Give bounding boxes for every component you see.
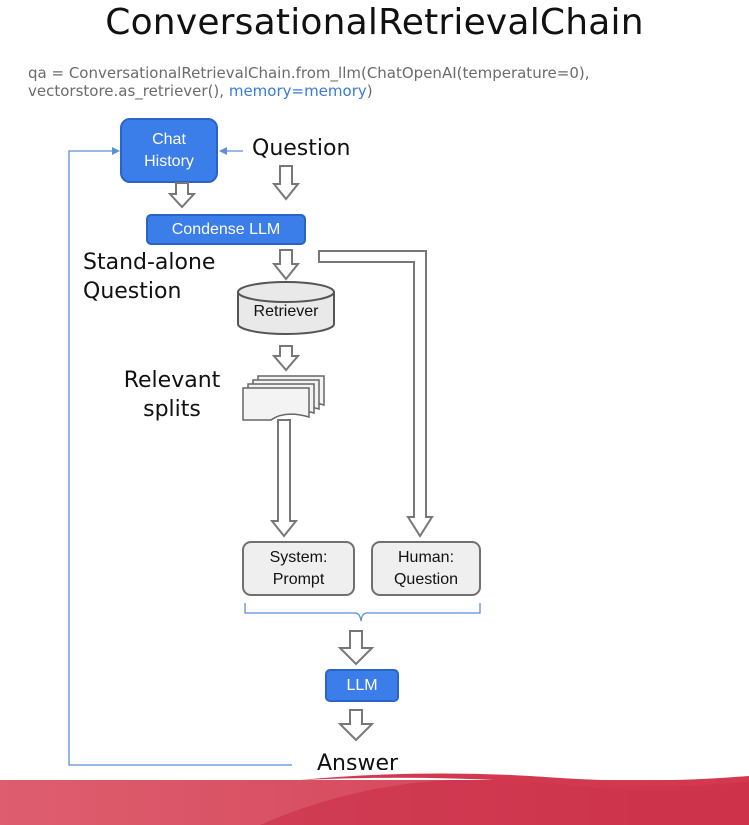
system-prompt-box	[242, 541, 355, 596]
chat-history-box	[120, 118, 218, 183]
relevant-splits-line-1: Relevant	[123, 368, 221, 393]
arrow-prompts-to-llm	[337, 630, 375, 666]
standalone-question-label: Stand-alone Question	[83, 248, 215, 306]
splits-doc-stack-icon	[242, 375, 325, 421]
retriever-label: Retriever	[253, 303, 319, 320]
chat-history-line-2: History	[144, 152, 194, 170]
human-question-label: Human: Question	[372, 542, 480, 595]
arrow-condense-to-retriever	[271, 249, 301, 281]
system-prompt-line-1: System:	[269, 548, 328, 566]
code-memory-arg: memory=memory	[228, 82, 367, 100]
feedback-loop-arrowhead	[112, 147, 120, 155]
human-question-line-2: Question	[393, 570, 459, 588]
standalone-question-line-1: Stand-alone	[83, 250, 216, 275]
question-to-history-arrowhead	[219, 147, 227, 155]
code-line-1: qa = ConversationalRetrievalChain.from_l…	[28, 64, 590, 82]
llm-label: LLM	[346, 676, 378, 694]
code-line-2: vectorstore.as_retriever(), memory=memor…	[28, 82, 590, 100]
arrow-llm-to-answer	[337, 709, 375, 742]
chat-history-line-1: Chat	[152, 130, 186, 148]
relevant-splits-label: Relevant splits	[112, 366, 232, 424]
arrow-question-to-condense	[271, 165, 301, 201]
human-question-box	[371, 541, 481, 596]
arrow-retriever-to-splits	[271, 345, 301, 372]
relevant-splits-line-2: splits	[143, 397, 201, 422]
prompt-bracket	[244, 603, 481, 622]
system-prompt-label: System: Prompt	[243, 542, 354, 595]
question-label: Question	[252, 136, 351, 161]
code-line-2-suffix: )	[366, 82, 373, 100]
condense-llm-label: Condense LLM	[171, 220, 281, 238]
condense-llm-box	[146, 214, 306, 245]
llm-box	[325, 669, 399, 702]
code-snippet: qa = ConversationalRetrievalChain.from_l…	[28, 64, 590, 100]
code-line-2-prefix: vectorstore.as_retriever(),	[28, 82, 229, 100]
human-question-line-1: Human:	[397, 548, 455, 566]
decorative-bottom-band	[0, 770, 749, 825]
retriever-cylinder	[237, 281, 335, 335]
arrow-history-to-condense	[167, 182, 197, 209]
chat-history-label: Chat History	[121, 119, 217, 182]
arrow-condense-to-human-question	[318, 250, 434, 538]
system-prompt-line-2: Prompt	[272, 570, 325, 588]
page-title: ConversationalRetrievalChain	[105, 2, 644, 43]
standalone-question-line-2: Question	[83, 279, 182, 304]
arrow-splits-to-system-prompt	[269, 419, 299, 538]
feedback-loop-line	[68, 150, 292, 766]
